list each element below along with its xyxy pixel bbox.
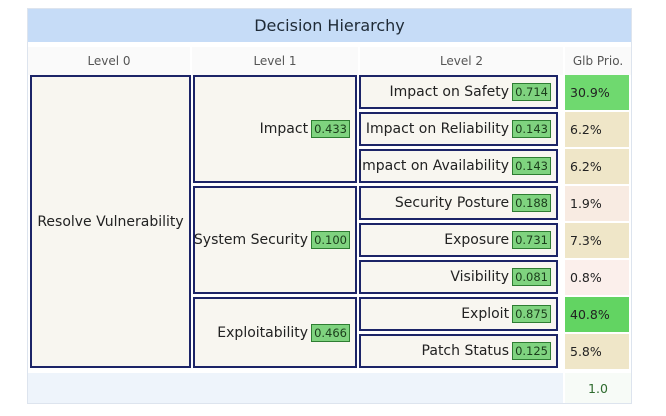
panel-title: Decision Hierarchy <box>28 9 631 42</box>
header-level-0: Level 0 <box>28 47 190 75</box>
local-priority-badge: 0.143 <box>512 120 551 138</box>
glb-priority-security-posture: 1.9% <box>565 186 629 221</box>
local-priority-badge: 0.188 <box>512 194 551 212</box>
local-priority-badge: 0.081 <box>512 268 551 286</box>
header-level-2: Level 2 <box>360 47 563 75</box>
node-label: Exposure <box>444 232 510 248</box>
footer-band <box>28 373 563 403</box>
local-priority-badge: 0.433 <box>311 120 350 138</box>
total-priority: 1.0 <box>565 373 631 403</box>
glb-priority-impact-on-availability: 6.2% <box>565 149 629 184</box>
glb-priority-exploit: 40.8% <box>565 297 629 332</box>
decision-hierarchy-panel: Decision Hierarchy Level 0 Level 1 Level… <box>27 8 632 404</box>
local-priority-badge: 0.125 <box>512 342 551 360</box>
node-label: Patch Status <box>421 343 510 359</box>
node-label: Impact on Reliability <box>365 121 510 137</box>
local-priority-badge: 0.143 <box>512 157 551 175</box>
glb-priority-patch-status: 5.8% <box>565 334 629 369</box>
glb-priority-impact-on-safety: 30.9% <box>565 75 629 110</box>
header-level-1: Level 1 <box>192 47 358 75</box>
node-resolve-vulnerability[interactable]: Resolve Vulnerability <box>30 75 191 368</box>
node-label: Security Posture <box>394 195 510 211</box>
local-priority-badge: 0.875 <box>512 305 551 323</box>
glb-priority-impact-on-reliability: 6.2% <box>565 112 629 147</box>
node-label: Resolve Vulnerability <box>37 213 184 230</box>
local-priority-badge: 0.466 <box>311 323 350 342</box>
local-priority-badge: 0.100 <box>311 231 350 249</box>
node-label: Exploit <box>461 306 510 322</box>
node-label: Impact <box>259 121 309 137</box>
node-label: System Security <box>193 232 309 248</box>
node-label: Visibility <box>450 269 510 285</box>
node-label: Exploitability <box>217 324 309 341</box>
glb-priority-visibility: 0.8% <box>565 260 629 295</box>
local-priority-badge: 0.714 <box>512 83 551 101</box>
local-priority-badge: 0.731 <box>512 231 551 249</box>
header-global-priority: Glb Prio. <box>565 47 631 75</box>
node-label: Impact on Safety <box>389 84 510 100</box>
node-label: Impact on Availability <box>357 158 510 174</box>
glb-priority-exposure: 7.3% <box>565 223 629 258</box>
